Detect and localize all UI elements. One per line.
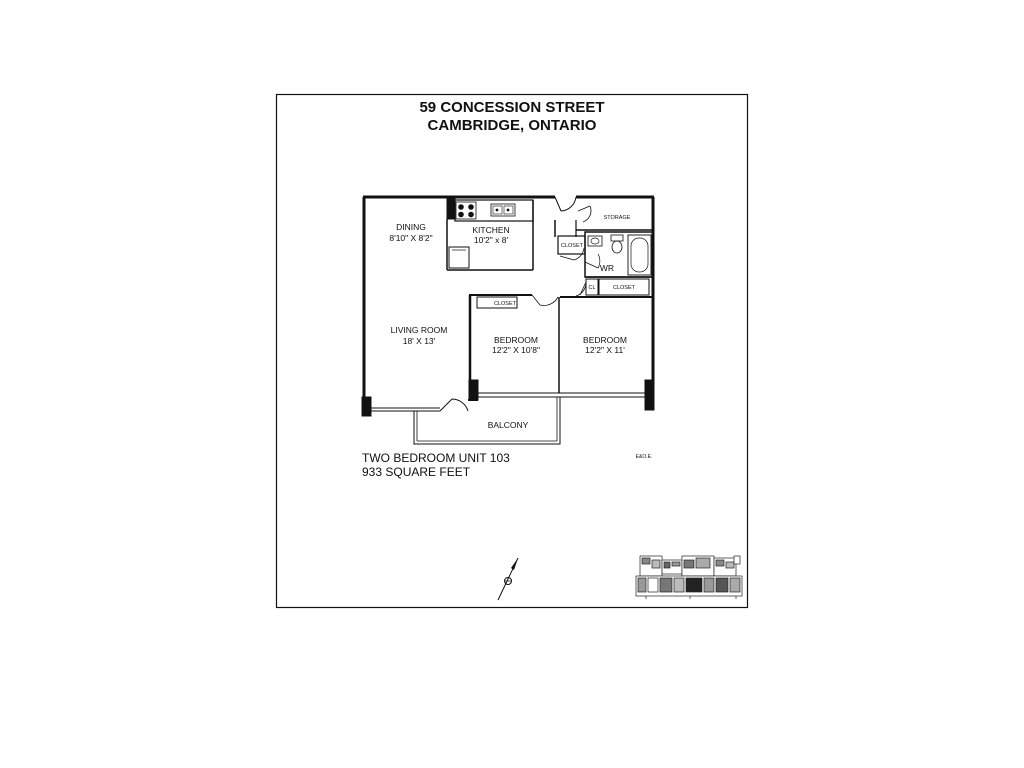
sink-icon bbox=[490, 203, 516, 217]
door-swing-closet bbox=[559, 247, 585, 261]
label-bedroom1: BEDROOM bbox=[494, 335, 538, 345]
label-bedroom2: BEDROOM bbox=[583, 335, 627, 345]
label-closet-bed2: CLOSET bbox=[613, 285, 636, 291]
label-storage: STORAGE bbox=[604, 215, 631, 221]
label-bedroom1-size: 12'2" X 10'8" bbox=[492, 345, 540, 355]
building-key-plan-icon bbox=[635, 555, 743, 599]
label-closet-hall: CLOSET bbox=[561, 243, 584, 249]
label-wr: WR bbox=[600, 263, 614, 273]
door-swing-storage bbox=[577, 205, 592, 223]
bathtub-icon bbox=[627, 234, 652, 276]
stove-icon bbox=[455, 201, 477, 220]
closet-bed1 bbox=[476, 296, 518, 309]
label-bedroom2-size: 12'2" X 11' bbox=[585, 345, 625, 355]
page-border bbox=[275, 93, 749, 609]
unit-name: TWO BEDROOM UNIT 103 bbox=[362, 451, 510, 465]
pillar bbox=[644, 379, 655, 411]
north-arrow-icon bbox=[497, 557, 519, 601]
label-kitchen-size: 10'2" x 8' bbox=[474, 235, 509, 245]
label-kitchen: KITCHEN bbox=[472, 225, 509, 235]
door-swing-bedroom2 bbox=[575, 281, 587, 297]
label-living: LIVING ROOM bbox=[391, 325, 448, 335]
address-line-1: 59 CONCESSION STREET bbox=[419, 99, 604, 116]
label-dining: DINING bbox=[396, 222, 426, 232]
closet-bed2 bbox=[598, 278, 650, 296]
disclaimer: E&O.E. bbox=[636, 454, 653, 460]
pillar bbox=[446, 196, 456, 220]
door-swing-wr bbox=[584, 253, 601, 269]
address-line-2: CAMBRIDGE, ONTARIO bbox=[428, 117, 597, 134]
label-closet-bed1: CLOSET bbox=[494, 301, 517, 307]
door-swing-entry bbox=[554, 196, 577, 212]
floor-plan bbox=[361, 195, 655, 445]
label-cl: CL bbox=[588, 285, 595, 291]
pillar bbox=[361, 396, 372, 417]
bathroom-sink-icon bbox=[587, 235, 603, 247]
label-living-size: 18' X 13' bbox=[403, 336, 436, 346]
label-balcony: BALCONY bbox=[488, 420, 529, 430]
door-swing-balcony bbox=[439, 398, 469, 412]
fridge bbox=[448, 246, 470, 269]
door-swing-bedroom1 bbox=[531, 294, 559, 306]
toilet-icon bbox=[610, 234, 624, 254]
closet-cl bbox=[585, 278, 599, 296]
balcony-outline bbox=[413, 397, 561, 445]
label-dining-size: 8'10" X 8'2" bbox=[389, 233, 432, 243]
unit-area: 933 SQUARE FEET bbox=[362, 465, 471, 479]
